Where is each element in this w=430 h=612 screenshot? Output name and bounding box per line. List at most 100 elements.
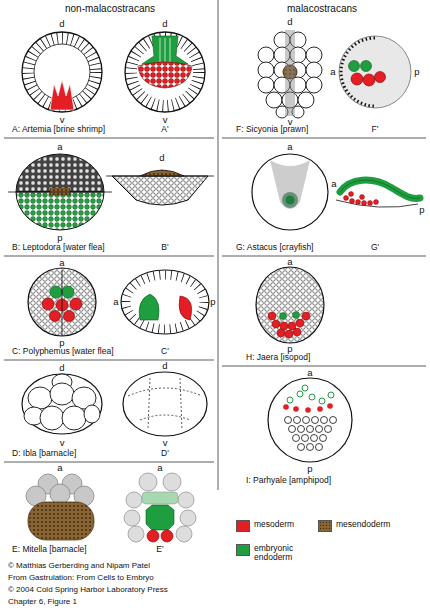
illustration-shape (374, 200, 379, 205)
panel-label: C' (161, 347, 169, 356)
illustration-shape (128, 526, 144, 542)
illustration-shape (296, 319, 304, 327)
illustration-shape (305, 407, 311, 413)
illustration-shape (363, 74, 375, 86)
illustration-shape (84, 405, 100, 423)
panel-label: B: Leptodora [water flea] (12, 243, 105, 252)
illustration-shape (350, 199, 355, 204)
illustration-shape (4, 462, 214, 463)
illustration-shape (302, 312, 310, 320)
illustration-shape (289, 426, 296, 433)
mitella-embryo-later (124, 473, 196, 542)
parhyale-embryo (268, 378, 352, 462)
mitella-embryo (26, 474, 94, 540)
illustration-shape (349, 192, 354, 197)
axis-label: a (287, 257, 292, 267)
panel-label: F' (372, 125, 379, 134)
illustration-shape (50, 383, 74, 405)
legend-text: embryonic endoderm (254, 544, 318, 563)
axis-label: a (307, 368, 312, 378)
illustration-shape (340, 180, 420, 198)
panel-label: H: Jaera [isopod] (246, 353, 310, 362)
illustration-shape (106, 176, 214, 177)
illustration-shape (266, 92, 282, 108)
axis-label: a (113, 297, 118, 307)
panel-label: B' (161, 243, 168, 252)
illustration-shape (285, 417, 292, 424)
illustration-shape (293, 435, 300, 442)
axis-label: p (210, 297, 215, 307)
axis-label: p (307, 464, 312, 474)
panel-label: E' (156, 545, 163, 554)
axis-label: d (162, 361, 167, 371)
illustration-shape (161, 530, 173, 542)
illustration-shape (349, 61, 360, 72)
illustration-shape (139, 294, 159, 320)
illustration-shape (121, 270, 209, 334)
illustration-shape (40, 406, 64, 430)
illustration-shape (28, 502, 94, 540)
illustration-shape (298, 426, 305, 433)
illustration-shape (146, 505, 174, 530)
panel-label: A' (161, 125, 168, 134)
polyphemus-embryo (28, 268, 96, 336)
legend-swatch (236, 544, 250, 556)
illustration-shape (222, 366, 426, 367)
illustration-shape (309, 394, 315, 400)
illustration-shape (368, 201, 373, 206)
illustration-shape (112, 176, 208, 205)
illustration-shape (293, 328, 301, 336)
panel-label: F: Sicyonia [prawn] (236, 125, 308, 134)
axis-label: v (163, 115, 168, 125)
illustration-shape (140, 170, 184, 176)
illustration-shape (62, 270, 63, 336)
illustration-shape (319, 398, 325, 404)
illustration-shape (4, 256, 214, 257)
illustration-shape (222, 256, 426, 257)
illustration-shape (170, 38, 171, 62)
panel-label: E: Mitella [barnacle] (12, 545, 87, 554)
illustration-shape (165, 38, 166, 62)
illustration-shape (344, 196, 349, 201)
illustration-shape (330, 417, 337, 424)
axis-label: a (59, 258, 64, 268)
illustration-shape (302, 435, 309, 442)
illustration-shape (280, 322, 288, 330)
axis-label: v (60, 115, 65, 125)
illustration-shape (50, 80, 74, 110)
illustration-shape (50, 188, 70, 195)
illustration-shape (316, 426, 323, 433)
illustration-shape (126, 275, 204, 329)
illustration-shape (256, 267, 324, 343)
polyphemus-section (121, 270, 209, 334)
artemia-embryo-later (125, 32, 205, 112)
illustration-shape (140, 415, 190, 420)
illustration-shape (222, 138, 426, 139)
axis-label: d (162, 19, 167, 29)
illustration-shape (258, 62, 274, 78)
illustration-shape (125, 32, 205, 112)
illustration-shape (131, 38, 199, 106)
column-heading: malacostracans (287, 3, 357, 14)
leptodora-embryo (8, 154, 112, 230)
illustration-shape (16, 154, 104, 192)
panel-label: C: Polyphemus [water flea] (12, 347, 114, 356)
illustration-shape (50, 311, 61, 322)
astacus-section (336, 180, 420, 207)
illustration-shape (22, 32, 102, 112)
illustration-shape (293, 406, 299, 412)
illustration-shape (360, 195, 365, 200)
illustration-shape (339, 36, 411, 108)
illustration-shape (160, 38, 161, 62)
illustration-shape (306, 77, 322, 93)
illustration-shape (285, 417, 337, 451)
panel-label: D' (161, 449, 169, 458)
illustration-shape (4, 138, 214, 139)
illustration-shape (351, 73, 363, 85)
illustration-shape (28, 387, 52, 409)
illustration-shape (62, 286, 74, 298)
illustration-shape (258, 47, 274, 63)
legend-swatch (236, 520, 250, 532)
illustration-shape (62, 406, 86, 430)
illustration-shape (341, 38, 375, 106)
